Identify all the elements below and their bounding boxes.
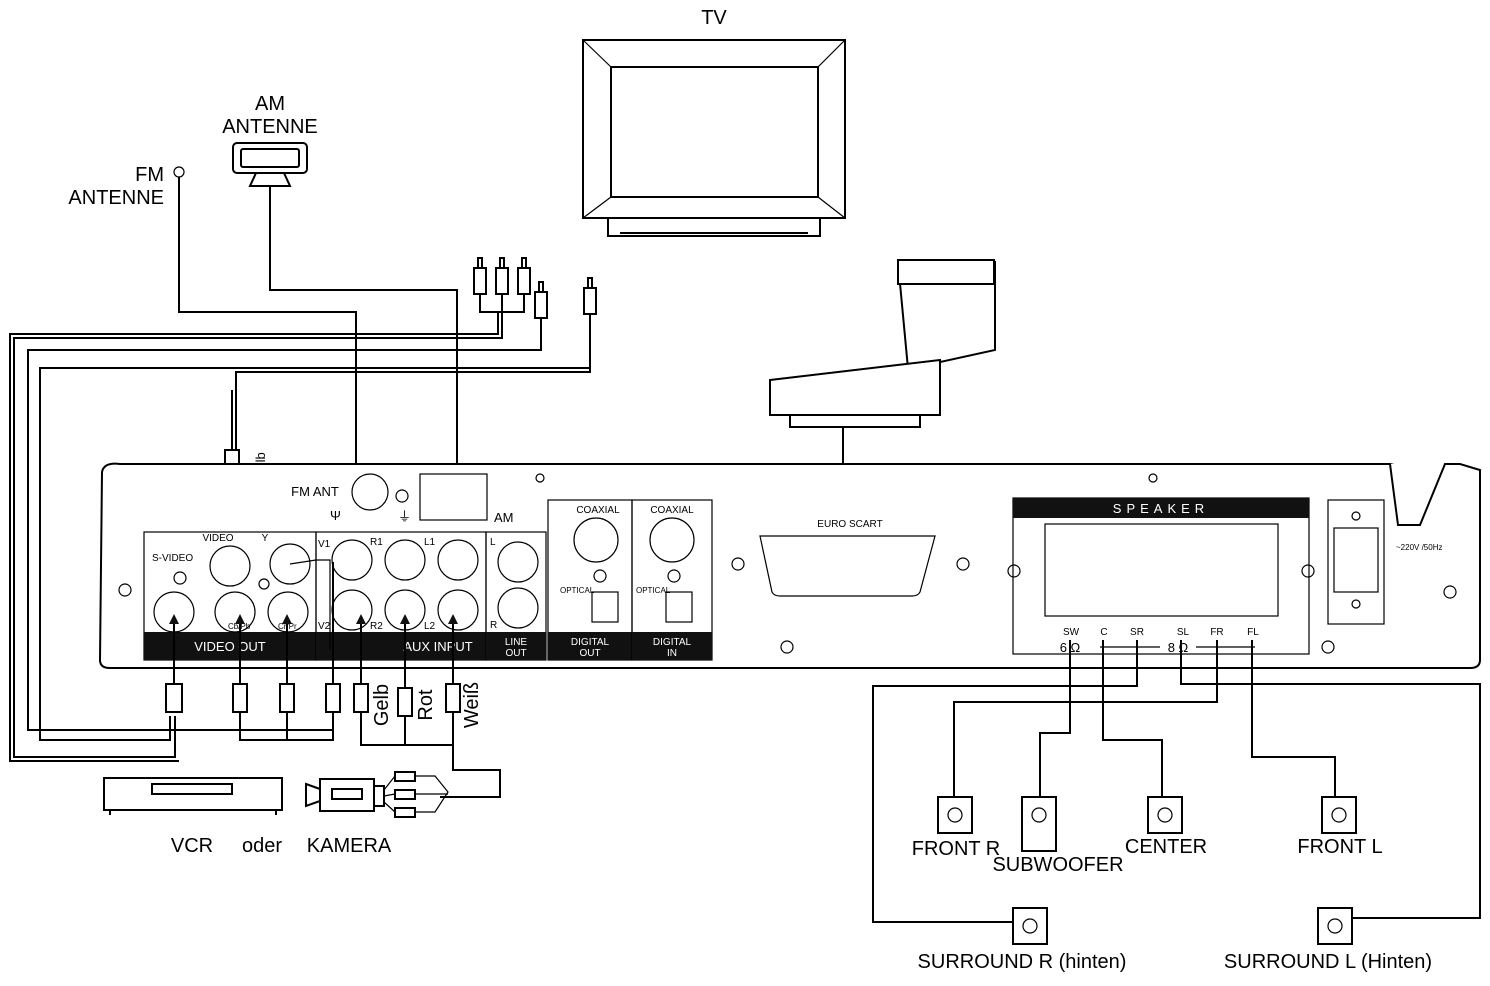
line-out-l-jack[interactable] xyxy=(497,541,539,583)
rot-label: Rot xyxy=(415,689,437,721)
subwoofer-speaker-icon xyxy=(1021,796,1057,852)
aux-input-label: AUX INPUT xyxy=(403,639,472,654)
weiss-label: Weiß xyxy=(461,682,483,728)
wire-front-l xyxy=(1251,640,1336,797)
svg-text:SR: SR xyxy=(1130,627,1144,638)
svg-text:COAXIAL: COAXIAL xyxy=(576,505,620,516)
vcr-label: VCR xyxy=(171,835,213,857)
center-label: CENTER xyxy=(1125,836,1207,858)
svg-text:R2: R2 xyxy=(370,621,383,632)
svg-text:Y: Y xyxy=(262,533,269,544)
svg-text:OPTICAL: OPTICAL xyxy=(560,586,595,595)
wire-surround-r xyxy=(872,640,1138,923)
svg-text:V2: V2 xyxy=(318,621,331,632)
vcr-icon xyxy=(103,777,283,815)
line-out-r-jack[interactable] xyxy=(497,587,539,629)
subwoofer-label: SUBWOOFER xyxy=(992,854,1123,876)
front-r-label: FRONT R xyxy=(912,838,1001,860)
fm-antenna-label-1: FM xyxy=(135,164,164,186)
gelb-label: Gelb xyxy=(371,684,393,726)
euro-scart-socket[interactable] xyxy=(759,535,936,597)
svg-text:FL: FL xyxy=(1247,627,1259,638)
am-terminal-label: AM xyxy=(494,510,514,525)
svg-text:Ψ: Ψ xyxy=(330,508,341,523)
svg-text:V1: V1 xyxy=(318,539,331,550)
svg-text:VIDEO: VIDEO xyxy=(202,533,233,544)
svg-text:FR: FR xyxy=(1210,627,1223,638)
svg-text:R: R xyxy=(490,620,497,631)
front-l-label: FRONT L xyxy=(1297,836,1382,858)
tv-set xyxy=(582,39,846,237)
svg-text:COAXIAL: COAXIAL xyxy=(650,505,694,516)
kamera-label: KAMERA xyxy=(307,835,392,857)
video-out-label: VIDEO OUT xyxy=(194,639,266,654)
svg-text:S-VIDEO: S-VIDEO xyxy=(152,553,193,564)
svg-text:OUT: OUT xyxy=(579,648,600,659)
am-antenna-label-1: AM xyxy=(255,93,285,115)
am-antenna-cable xyxy=(269,186,458,500)
am-antenna-label-2: ANTENNE xyxy=(222,116,318,138)
surround-r-speaker-icon xyxy=(1012,907,1048,945)
cable-video-loop-1 xyxy=(13,312,503,758)
svg-text:⏚: ⏚ xyxy=(398,509,411,524)
power-socket[interactable] xyxy=(1327,499,1385,625)
svg-text:DIGITAL: DIGITAL xyxy=(571,637,610,648)
surround-r-label: SURROUND R (hinten) xyxy=(918,951,1127,973)
svg-text:IN: IN xyxy=(667,648,677,659)
svg-text:L2: L2 xyxy=(424,621,436,632)
power-label: ~220V /50Hz xyxy=(1396,543,1442,552)
camera-icon xyxy=(305,771,449,818)
tv-label: TV xyxy=(701,7,727,29)
am-antenna-icon xyxy=(232,142,308,187)
coaxial-in-jack[interactable] xyxy=(649,517,695,563)
svg-text:OUT: OUT xyxy=(505,648,526,659)
speaker-label: SPEAKER xyxy=(1113,501,1209,516)
video-jack[interactable] xyxy=(209,545,251,587)
fm-antenna-label-2: ANTENNE xyxy=(68,187,164,209)
top-rca-plugs xyxy=(473,257,597,319)
front-l-speaker-icon xyxy=(1321,796,1357,834)
fm-ant-jack[interactable] xyxy=(351,473,389,511)
oder-label: oder xyxy=(242,835,282,857)
wire-front-r xyxy=(953,640,1218,797)
svg-text:SL: SL xyxy=(1177,627,1190,638)
svg-text:SW: SW xyxy=(1063,627,1080,638)
optical-in-port[interactable] xyxy=(665,591,693,623)
front-r-speaker-icon xyxy=(937,796,973,834)
surround-l-label: SURROUND L (Hinten) xyxy=(1224,951,1432,973)
fm-antenna-cable xyxy=(178,177,357,478)
center-speaker-icon xyxy=(1147,796,1183,834)
euro-scart-plug xyxy=(769,259,996,428)
svg-text:R1: R1 xyxy=(370,537,383,548)
fm-ant-label: FM ANT xyxy=(291,484,339,499)
y-jack[interactable] xyxy=(269,543,311,585)
svg-text:C: C xyxy=(1100,627,1107,638)
cb-pb-jack[interactable] xyxy=(214,591,256,633)
am-terminal[interactable] xyxy=(419,473,488,521)
svg-text:8 Ω: 8 Ω xyxy=(1168,640,1189,655)
optical-out-port[interactable] xyxy=(591,591,619,623)
svg-text:LINE: LINE xyxy=(505,637,528,648)
fm-antenna-icon xyxy=(173,166,185,178)
svg-text:L1: L1 xyxy=(424,537,436,548)
coaxial-out-jack[interactable] xyxy=(573,517,619,563)
svg-text:DIGITAL: DIGITAL xyxy=(653,637,692,648)
wire-center xyxy=(1102,640,1163,797)
surround-l-speaker-icon xyxy=(1317,907,1353,945)
wire-surround-l xyxy=(1180,640,1481,919)
svg-text:OPTICAL: OPTICAL xyxy=(636,586,671,595)
euro-scart-label: EURO SCART xyxy=(817,519,882,530)
svg-text:L: L xyxy=(490,537,496,548)
